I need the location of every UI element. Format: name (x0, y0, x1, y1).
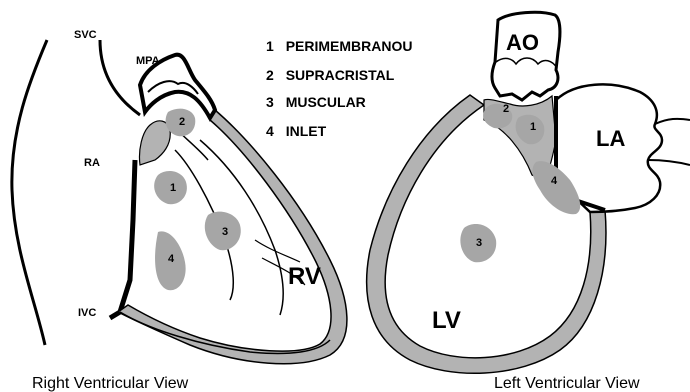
right-atrium-wall (12, 40, 47, 345)
legend-name-2: SUPRACRISTAL (286, 67, 395, 83)
ra-label: RA (84, 157, 100, 169)
septal-edge (110, 160, 135, 318)
legend-number-1: 1 (266, 38, 274, 54)
legend-number-4: 4 (266, 123, 274, 139)
legend: 1 PERIMEMBRANOU 2 SUPRACRISTAL 3 MUSCULA… (266, 38, 412, 139)
left-ventricular-view: 2 1 4 3 AO LA LV (367, 12, 690, 373)
lv-defect-3-label: 3 (476, 237, 482, 249)
legend-number-3: 3 (266, 94, 274, 110)
left-view-caption: Left Ventricular View (494, 375, 640, 392)
rv-label: RV (288, 263, 321, 290)
right-view-caption: Right Ventricular View (32, 375, 189, 392)
svc-label: SVC (74, 29, 97, 41)
lv-defect-4-label: 4 (551, 175, 558, 187)
lv-label: LV (432, 307, 461, 334)
legend-item-2: 2 SUPRACRISTAL (266, 67, 395, 83)
rv-defect-3-label: 3 (222, 226, 228, 238)
pulmonary-vein-lower (648, 160, 690, 165)
crista-band (139, 121, 170, 165)
legend-item-4: 4 INLET (266, 123, 327, 139)
ao-label: AO (506, 30, 539, 55)
legend-name-1: PERIMEMBRANOU (286, 38, 413, 54)
legend-name-4: INLET (286, 123, 327, 139)
legend-item-1: 1 PERIMEMBRANOU (266, 38, 412, 54)
mpa-label: MPA (136, 55, 160, 67)
rv-defect-2-label: 2 (179, 116, 185, 128)
la-label: LA (596, 126, 625, 151)
legend-name-3: MUSCULAR (286, 94, 366, 110)
ivc-label: IVC (78, 307, 96, 319)
aorta-vessel (492, 12, 560, 100)
lv-defect-2-label: 2 (503, 103, 509, 115)
pulmonary-vein-upper (655, 119, 690, 124)
svc-vessel (100, 40, 140, 115)
rv-defect-1-label: 1 (170, 182, 176, 194)
legend-number-2: 2 (266, 67, 274, 83)
lv-defect-1-label: 1 (530, 121, 536, 133)
rv-defect-4-label: 4 (168, 253, 175, 265)
legend-item-3: 3 MUSCULAR (266, 94, 366, 110)
